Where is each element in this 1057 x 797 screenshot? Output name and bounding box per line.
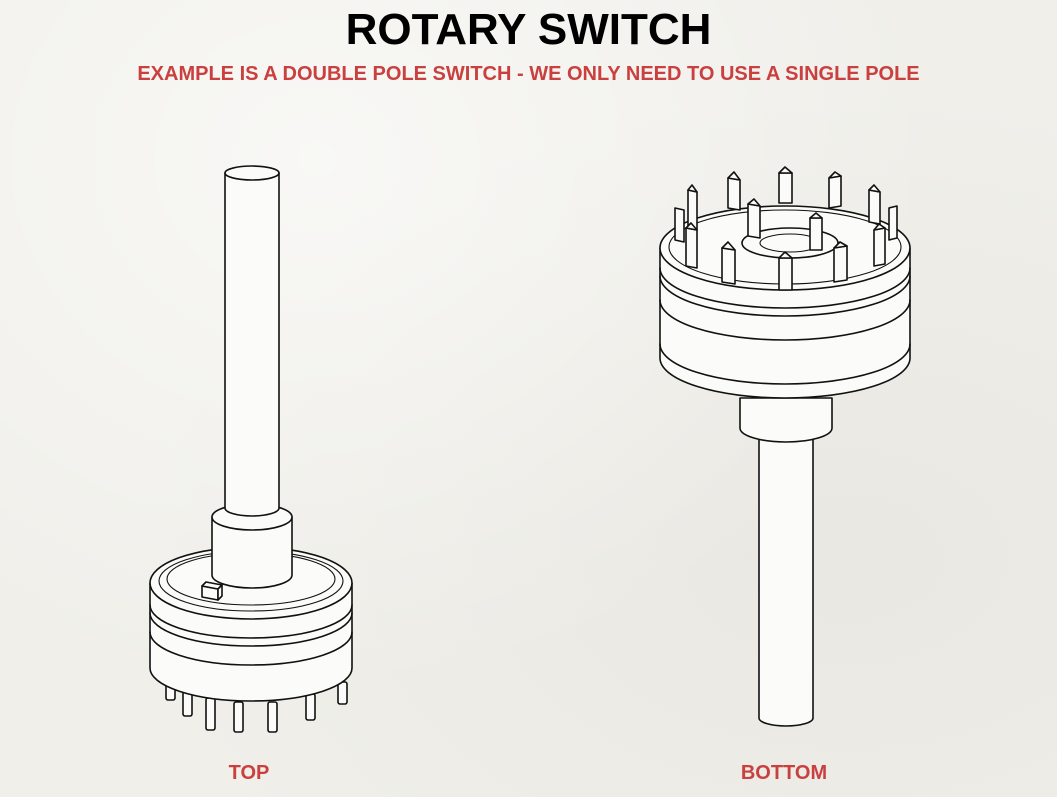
top-view-stop-tab [201,581,223,601]
bottom-view-terminals-back [674,166,898,243]
top-view-drawing [149,165,353,733]
bottom-view-bushing [739,397,833,443]
bottom-view-shaft [758,429,814,727]
bottom-view-terminals-front [685,222,886,291]
bottom-view-drawing [659,166,911,727]
page-title: ROTARY SWITCH [345,5,712,54]
top-view-shaft [224,165,280,517]
bottom-view-caption: BOTTOM [740,762,828,784]
bottom-view-terminals-inner [747,198,823,251]
top-view-pins [165,679,348,733]
top-view-caption: TOP [228,762,270,784]
page-subtitle: EXAMPLE IS A DOUBLE POLE SWITCH - WE ONL… [137,63,920,85]
